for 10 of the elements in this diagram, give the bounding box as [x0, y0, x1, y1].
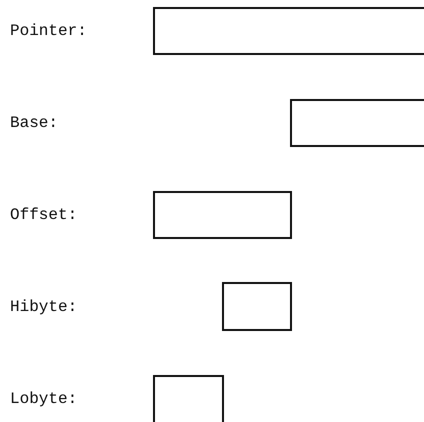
- empty-box: [222, 282, 292, 331]
- field-label: Lobyte:: [10, 389, 78, 409]
- field-label: Pointer:: [10, 21, 87, 41]
- empty-box: [153, 7, 424, 55]
- empty-box: [153, 191, 292, 239]
- field-label: Hibyte:: [10, 297, 78, 317]
- empty-box: [290, 99, 424, 147]
- empty-box: [153, 375, 224, 422]
- field-label: Base:: [10, 113, 58, 133]
- field-label: Offset:: [10, 205, 78, 225]
